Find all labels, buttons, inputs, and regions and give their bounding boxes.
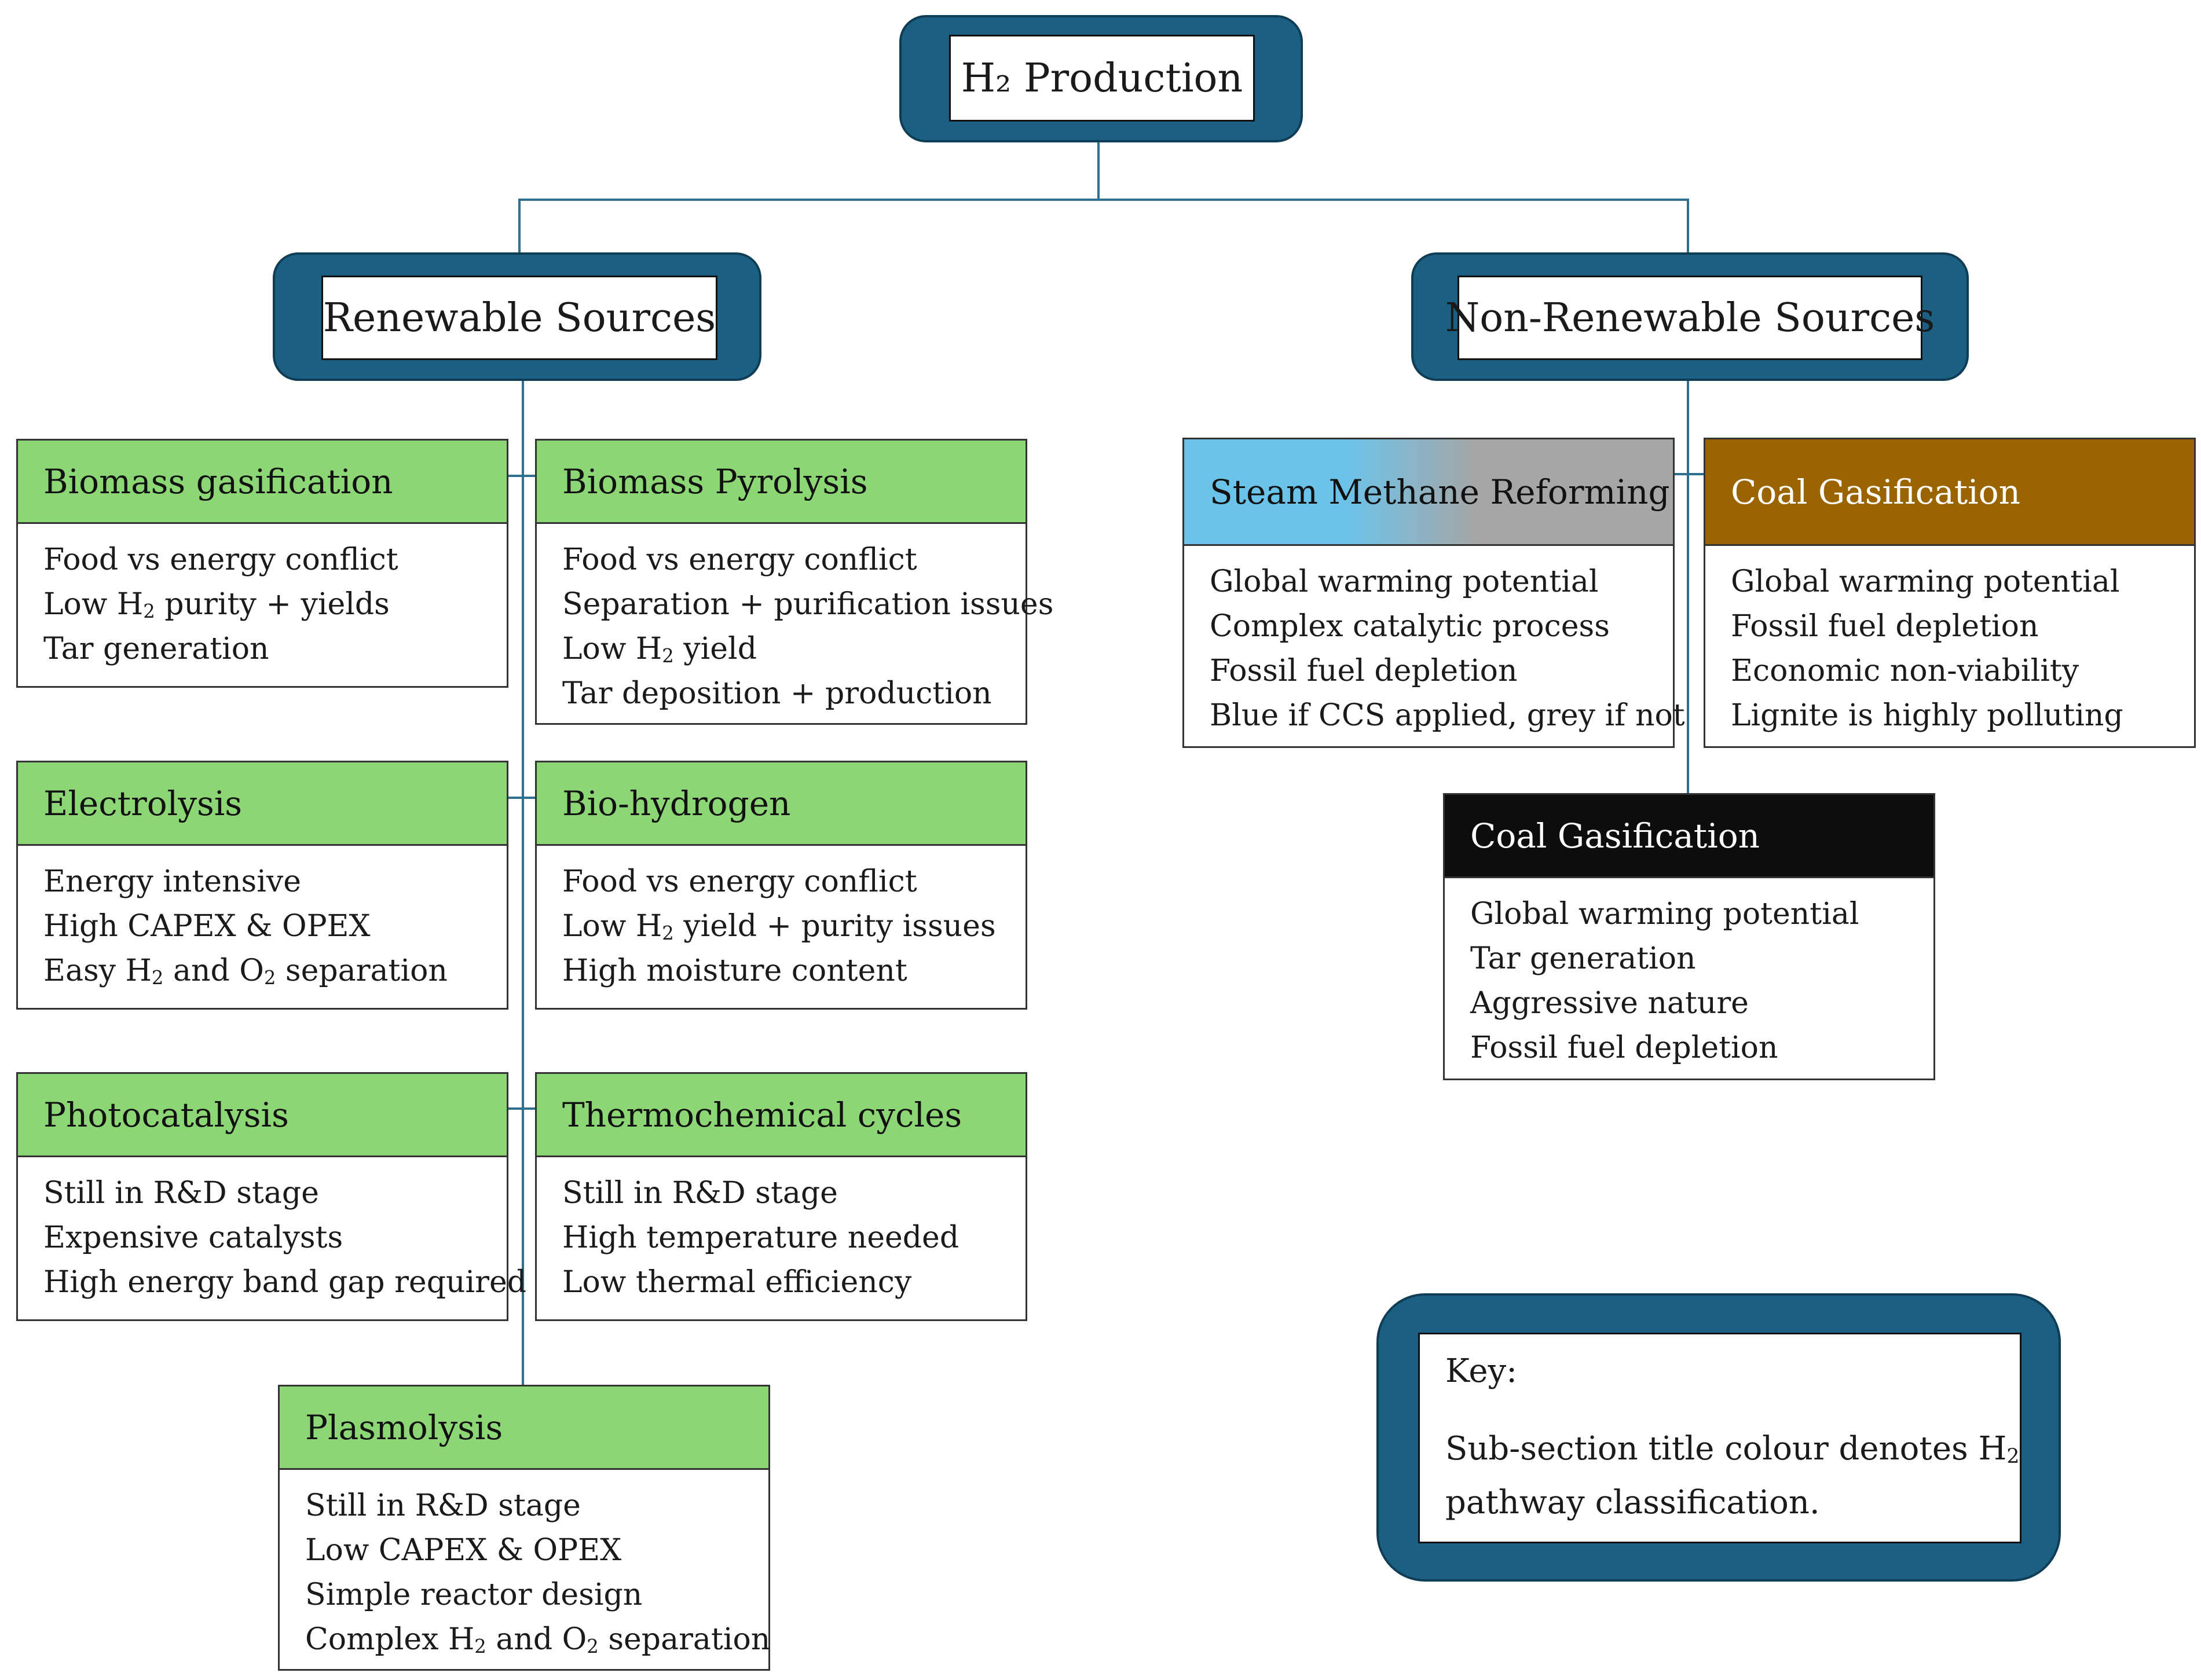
list-item: Food vs energy conflict [43, 542, 398, 577]
card-biomass-pyrolysis: Biomass Pyrolysis Food vs energy conflic… [535, 439, 1054, 725]
list-item: Low thermal efficiency [562, 1265, 912, 1300]
list-item: Global warming potential [1470, 897, 1859, 931]
renewable-sources-node: Renewable Sources [273, 252, 761, 381]
connector-non-renewable-row1 [1673, 473, 1704, 475]
root-node: H₂ Production [899, 15, 1303, 142]
list-item: Simple reactor design [305, 1578, 643, 1612]
list-item: Fossil fuel depletion [1210, 654, 1518, 688]
list-item: Still in R&D stage [305, 1488, 581, 1523]
list-item: Food vs energy conflict [562, 542, 917, 577]
key-box: Key: Sub-section title colour denotes H2… [1376, 1293, 2061, 1582]
card-body: Global warming potential Complex catalyt… [1184, 546, 1685, 738]
key-text-line-1: Sub-section title colour denotes H2 [1445, 1430, 2020, 1469]
list-item: Still in R&D stage [43, 1176, 319, 1211]
card-header: Biomass Pyrolysis [537, 441, 1026, 524]
list-item: Easy H2 and O2 separation [43, 953, 448, 989]
non-renewable-sources-title: Non-Renewable Sources [1445, 295, 1935, 341]
list-item: Separation + purification issues [562, 587, 1054, 622]
connector-non-renewable-trunk [1687, 379, 1689, 794]
card-body: Still in R&D stage Low CAPEX & OPEX Simp… [280, 1470, 771, 1662]
card-header: Coal Gasification [1705, 439, 2194, 546]
list-item: Low CAPEX & OPEX [305, 1533, 622, 1568]
card-body: Energy intensive High CAPEX & OPEX Easy … [18, 846, 507, 993]
card-coal-gasification-black: Coal Gasification Global warming potenti… [1443, 793, 1935, 1080]
renewable-sources-title: Renewable Sources [323, 295, 716, 341]
list-item: Blue if CCS applied, grey if not [1210, 698, 1685, 733]
card-plasmolysis: Plasmolysis Still in R&D stage Low CAPEX… [278, 1385, 770, 1671]
connector-renewable-trunk [522, 379, 524, 1386]
connector-renewable-row3 [507, 1107, 536, 1110]
root-title: H₂ Production [961, 55, 1243, 101]
card-header: Steam Methane Reforming [1184, 439, 1673, 546]
list-item: Complex catalytic process [1210, 609, 1610, 644]
list-item: High energy band gap required [43, 1265, 527, 1300]
card-body: Food vs energy conflict Low H2 purity + … [18, 524, 507, 672]
card-photocatalysis: Photocatalysis Still in R&D stage Expens… [16, 1072, 527, 1321]
card-body: Global warming potential Fossil fuel dep… [1705, 546, 2194, 738]
card-header: Thermochemical cycles [537, 1074, 1026, 1157]
list-item: High temperature needed [562, 1220, 959, 1255]
list-item: Food vs energy conflict [562, 864, 917, 899]
connector-renewable-row1 [507, 475, 536, 477]
list-item: Global warming potential [1210, 564, 1599, 599]
root-node-label-box: H₂ Production [949, 35, 1255, 122]
card-header: Coal Gasification [1445, 795, 1933, 878]
card-body: Global warming potential Tar generation … [1445, 878, 1933, 1070]
card-electrolysis: Electrolysis Energy intensive High CAPEX… [16, 761, 508, 1010]
list-item: Global warming potential [1731, 564, 2120, 599]
key-text-line-2: pathway classification. [1445, 1484, 1820, 1522]
card-header: Bio-hydrogen [537, 762, 1026, 846]
card-body: Food vs energy conflict Low H2 yield + p… [537, 846, 1026, 993]
connector-renewable-row2 [507, 797, 536, 799]
key-box-content: Key: Sub-section title colour denotes H2… [1418, 1333, 2021, 1543]
connector-root-down [1097, 142, 1100, 200]
card-header: Plasmolysis [280, 1386, 768, 1470]
list-item: Low H2 yield [562, 632, 757, 667]
card-body: Still in R&D stage Expensive catalysts H… [18, 1157, 527, 1305]
list-item: Fossil fuel depletion [1731, 609, 2039, 644]
list-item: Tar generation [1470, 941, 1696, 976]
card-steam-methane-reforming: Steam Methane Reforming Global warming p… [1182, 438, 1685, 748]
list-item: Expensive catalysts [43, 1220, 343, 1255]
list-item: Aggressive nature [1470, 986, 1749, 1021]
renewable-sources-label-box: Renewable Sources [321, 276, 717, 360]
card-header: Electrolysis [18, 762, 507, 846]
list-item: Economic non-viability [1731, 654, 2079, 688]
card-body: Food vs energy conflict Separation + pur… [537, 524, 1054, 716]
list-item: Lignite is highly polluting [1731, 698, 2123, 733]
connector-to-renewable [518, 199, 521, 255]
list-item: High CAPEX & OPEX [43, 909, 371, 944]
connector-to-non-renewable [1687, 199, 1689, 255]
non-renewable-sources-label-box: Non-Renewable Sources [1445, 276, 1935, 360]
non-renewable-sources-node: Non-Renewable Sources [1411, 252, 1969, 381]
card-coal-gasification-brown: Coal Gasification Global warming potenti… [1704, 438, 2196, 748]
list-item: Tar generation [43, 632, 269, 666]
list-item: Fossil fuel depletion [1470, 1030, 1778, 1065]
list-item: Tar deposition + production [562, 676, 992, 711]
list-item: Low H2 yield + purity issues [562, 909, 996, 944]
list-item: Complex H2 and O2 separation [305, 1622, 771, 1657]
list-item: Low H2 purity + yields [43, 587, 390, 622]
connector-horizontal-top [518, 199, 1689, 201]
card-thermochemical-cycles: Thermochemical cycles Still in R&D stage… [535, 1072, 1027, 1321]
card-bio-hydrogen: Bio-hydrogen Food vs energy conflict Low… [535, 761, 1027, 1010]
card-biomass-gasification: Biomass gasification Food vs energy conf… [16, 439, 508, 688]
card-body: Still in R&D stage High temperature need… [537, 1157, 1026, 1305]
list-item: Still in R&D stage [562, 1176, 838, 1211]
card-header: Biomass gasification [18, 441, 507, 524]
card-header: Photocatalysis [18, 1074, 507, 1157]
key-heading: Key: [1445, 1352, 1517, 1390]
list-item: High moisture content [562, 953, 907, 988]
list-item: Energy intensive [43, 864, 302, 899]
